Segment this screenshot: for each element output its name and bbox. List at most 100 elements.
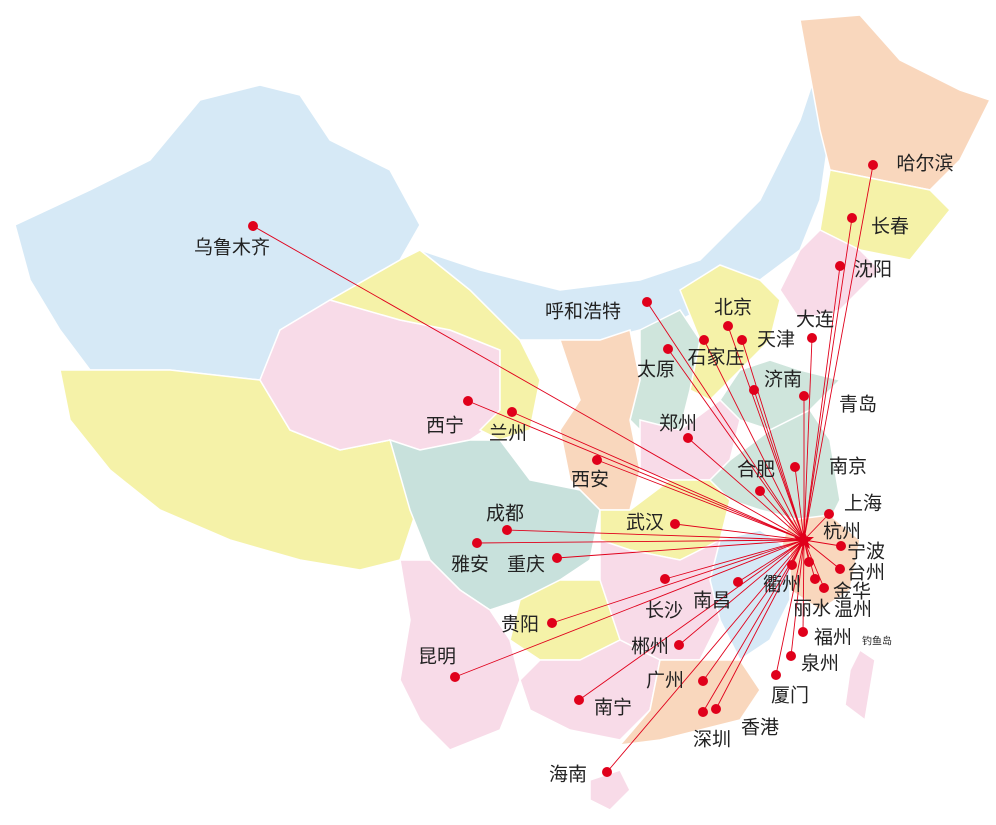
city-label: 天津 — [756, 328, 796, 351]
route-line — [687, 437, 805, 541]
city-label: 南京 — [828, 455, 868, 478]
city-dot[interactable] — [799, 391, 809, 401]
route-line — [790, 539, 805, 657]
route-line — [578, 539, 805, 701]
city-label: 衢州 — [762, 573, 802, 596]
city-dot[interactable] — [723, 321, 733, 331]
route-line — [476, 539, 805, 544]
city-label: 郑州 — [658, 412, 698, 435]
route-line — [803, 539, 825, 589]
city-dot[interactable] — [683, 433, 693, 443]
city-dot[interactable] — [502, 525, 512, 535]
city-dot[interactable] — [698, 676, 708, 686]
city-dot[interactable] — [547, 618, 557, 628]
city-dot[interactable] — [574, 695, 584, 705]
city-dot[interactable] — [824, 509, 834, 519]
city-label: 香港 — [740, 716, 780, 739]
city-label: 金华 — [832, 580, 872, 603]
route-line — [556, 539, 805, 559]
region-hainan — [589, 769, 631, 811]
route-line — [759, 490, 805, 541]
city-dot[interactable] — [463, 396, 473, 406]
route-line — [596, 459, 805, 541]
city-dot[interactable] — [733, 577, 743, 587]
route-line — [551, 539, 805, 624]
city-label: 贵阳 — [500, 613, 540, 636]
city-dot[interactable] — [868, 160, 878, 170]
region-yunnan — [399, 559, 521, 751]
city-dot[interactable] — [674, 640, 684, 650]
route-line — [802, 539, 805, 633]
city-dot[interactable] — [552, 553, 562, 563]
route-line — [727, 325, 805, 541]
city-dot[interactable] — [698, 707, 708, 717]
city-dot[interactable] — [711, 704, 721, 714]
city-label: 泉州 — [800, 652, 840, 675]
region-guangdong — [618, 659, 761, 746]
city-label: 沈阳 — [853, 258, 893, 281]
route-line — [803, 217, 853, 541]
city-label: 哈尔滨 — [896, 152, 954, 175]
city-label: 广州 — [645, 669, 685, 692]
route-line — [454, 539, 805, 678]
city-dot[interactable] — [699, 335, 709, 345]
city-dot[interactable] — [847, 213, 857, 223]
region-shaanxi — [558, 329, 641, 511]
city-dot[interactable] — [248, 221, 258, 231]
route-line — [646, 301, 805, 541]
city-dot[interactable] — [836, 541, 846, 551]
city-dot[interactable] — [592, 455, 602, 465]
city-label: 上海 — [843, 492, 883, 515]
city-label: 乌鲁木齐 — [193, 236, 271, 259]
city-dot[interactable] — [670, 519, 680, 529]
city-dot[interactable] — [507, 407, 517, 417]
city-dot[interactable] — [737, 335, 747, 345]
city-dot[interactable] — [663, 344, 673, 354]
city-dot[interactable] — [798, 627, 808, 637]
city-label: 石家庄 — [687, 346, 745, 369]
route-line — [803, 164, 874, 541]
city-label: 宁波 — [846, 540, 886, 563]
city-dot[interactable] — [835, 564, 845, 574]
city-label: 丽水 — [792, 597, 832, 620]
city-label: 南宁 — [593, 696, 633, 719]
route-line — [702, 539, 805, 682]
route-line — [511, 411, 805, 541]
city-label: 郴州 — [630, 635, 670, 658]
region-east — [708, 409, 841, 521]
city-dot[interactable] — [450, 672, 460, 682]
city-dot[interactable] — [810, 574, 820, 584]
route-line — [803, 539, 842, 547]
city-label: 呼和浩特 — [544, 300, 622, 323]
city-dot[interactable] — [786, 651, 796, 661]
hangzhou-hub-star-icon — [794, 530, 814, 549]
city-dot[interactable] — [804, 557, 814, 567]
city-dot[interactable] — [660, 574, 670, 584]
route-line — [794, 466, 805, 541]
city-label: 雅安 — [450, 553, 490, 576]
city-dot[interactable] — [819, 583, 829, 593]
city-dot[interactable] — [835, 261, 845, 271]
city-label: 福州 — [813, 626, 853, 649]
city-dot[interactable] — [771, 670, 781, 680]
route-line — [674, 523, 805, 541]
city-dot[interactable] — [807, 333, 817, 343]
route-line — [775, 539, 805, 676]
route-line — [741, 339, 805, 541]
city-label: 台州 — [846, 561, 886, 584]
city-dot[interactable] — [790, 462, 800, 472]
city-dot[interactable] — [642, 297, 652, 307]
city-dot[interactable] — [472, 538, 482, 548]
city-dot[interactable] — [602, 767, 612, 777]
city-dot[interactable] — [755, 486, 765, 496]
city-label: 北京 — [713, 296, 753, 319]
route-line — [703, 339, 805, 541]
city-label: 南昌 — [692, 589, 732, 612]
city-label: 太原 — [636, 358, 676, 381]
city-dot[interactable] — [787, 560, 797, 570]
city-dot[interactable] — [749, 385, 759, 395]
route-line — [467, 400, 805, 541]
city-label: 成都 — [485, 502, 525, 525]
